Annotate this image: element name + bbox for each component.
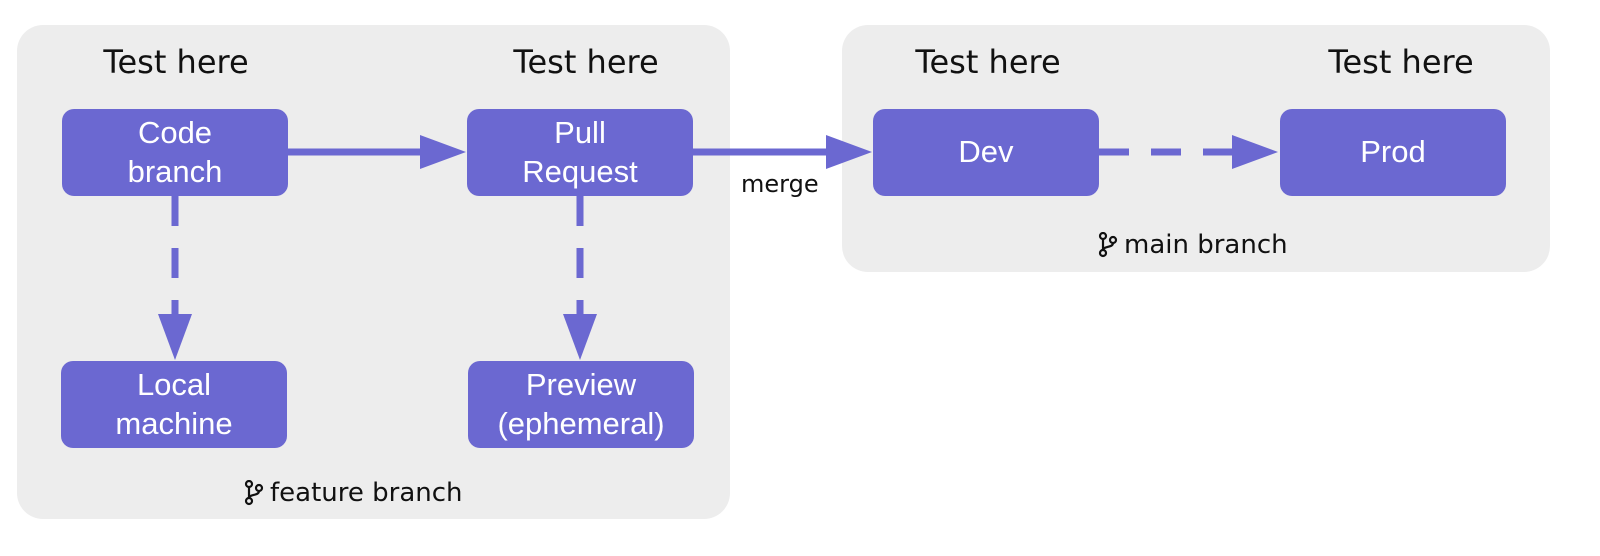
code-branch-line1: Code bbox=[137, 114, 213, 150]
preview-line2: (ephemeral) bbox=[497, 405, 665, 441]
preview-line1: Preview bbox=[525, 366, 637, 402]
test-here-label-prod: Test here bbox=[1328, 43, 1474, 81]
local-machine-node: Local machine bbox=[61, 361, 287, 448]
merge-edge-label: merge bbox=[741, 170, 819, 198]
git-branch-icon bbox=[1098, 232, 1118, 258]
pull-request-line1: Pull bbox=[554, 114, 606, 150]
arrowhead-pull-request bbox=[420, 135, 466, 169]
code-branch-line2: branch bbox=[127, 153, 223, 189]
main-branch-text: main branch bbox=[1124, 230, 1288, 260]
feature-branch-text: feature branch bbox=[270, 478, 463, 508]
prod-node: Prod bbox=[1280, 109, 1506, 196]
code-branch-node: Code branch bbox=[62, 109, 288, 196]
preview-node: Preview (ephemeral) bbox=[468, 361, 694, 448]
local-machine-line1: Local bbox=[136, 366, 212, 402]
pull-request-line2: Request bbox=[522, 153, 638, 189]
test-here-label-pull-request: Test here bbox=[513, 43, 659, 81]
prod-label: Prod bbox=[1360, 134, 1426, 170]
dev-node: Dev bbox=[873, 109, 1099, 196]
arrowhead-prod bbox=[1232, 135, 1278, 169]
main-branch-label: main branch bbox=[1098, 232, 1288, 258]
arrowhead-local-machine bbox=[158, 314, 192, 360]
git-branch-icon bbox=[244, 480, 264, 506]
feature-branch-label: feature branch bbox=[244, 480, 463, 506]
arrowhead-preview bbox=[563, 314, 597, 360]
dev-label: Dev bbox=[958, 134, 1014, 170]
test-here-label-code-branch: Test here bbox=[103, 43, 249, 81]
arrowhead-dev bbox=[826, 135, 872, 169]
test-here-label-dev: Test here bbox=[915, 43, 1061, 81]
pull-request-node: Pull Request bbox=[467, 109, 693, 196]
local-machine-line2: machine bbox=[115, 405, 233, 441]
